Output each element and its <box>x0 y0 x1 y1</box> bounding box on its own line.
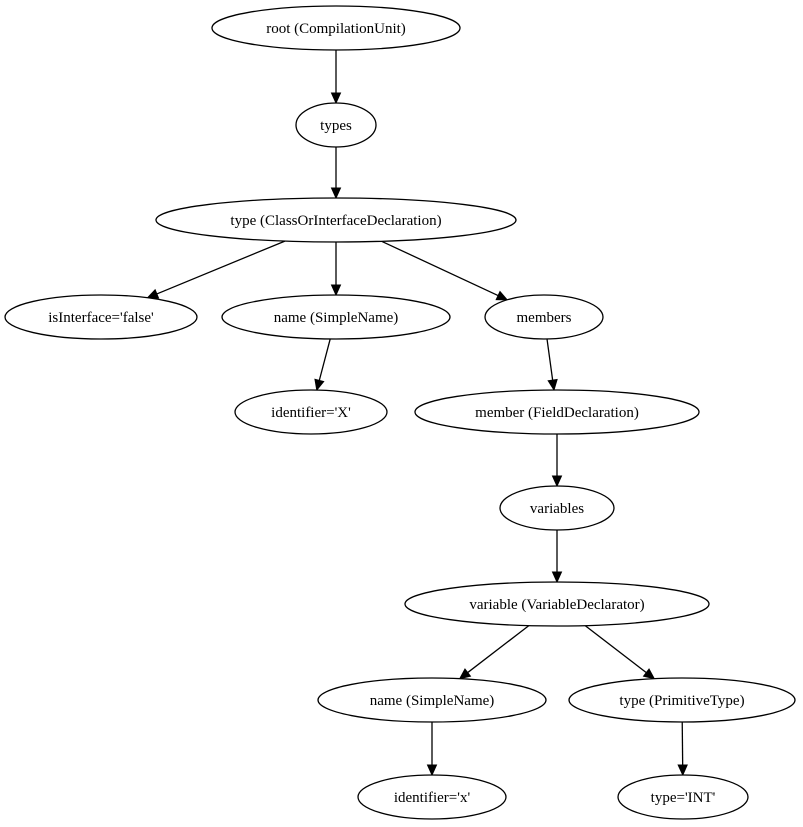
node-ellipse <box>414 389 700 435</box>
node-ellipse <box>4 294 198 340</box>
node-ellipse <box>404 581 710 627</box>
node-identifier_x: identifier='x' <box>357 774 507 820</box>
arrowhead <box>551 571 563 584</box>
arrowhead <box>314 378 325 392</box>
node-ellipse <box>234 389 388 435</box>
edge-root-to-types <box>330 50 342 105</box>
node-ellipse <box>211 5 461 51</box>
arrowhead <box>495 290 509 301</box>
node-label: name (SimpleName) <box>370 693 495 709</box>
edge-variable_decl-to-type_prim <box>584 625 656 680</box>
arrowhead <box>458 668 472 680</box>
node-label: identifier='X' <box>271 405 351 421</box>
arrowhead <box>146 288 160 299</box>
node-members: members <box>484 294 604 340</box>
edge-type_class-to-name_class <box>330 242 342 297</box>
node-root: root (CompilationUnit) <box>211 5 461 51</box>
node-label: member (FieldDeclaration) <box>475 405 639 421</box>
node-label: name (SimpleName) <box>274 310 399 326</box>
node-identifier_X: identifier='X' <box>234 389 388 435</box>
arrowhead <box>426 764 438 777</box>
node-ellipse <box>617 774 749 820</box>
edge-variables-to-variable_decl <box>551 530 563 584</box>
node-label: identifier='x' <box>394 790 471 806</box>
node-ellipse <box>317 677 547 723</box>
nodes-layer: root (CompilationUnit) types type (ClassOr… <box>4 5 796 820</box>
edge-line <box>546 338 554 381</box>
node-label: type (PrimitiveType) <box>619 693 744 709</box>
node-name_var: name (SimpleName) <box>317 677 547 723</box>
node-ellipse <box>295 102 377 148</box>
node-types: types <box>295 102 377 148</box>
node-label: isInterface='false' <box>48 310 154 326</box>
node-name_class: name (SimpleName) <box>221 294 451 340</box>
node-label: variables <box>530 501 584 517</box>
node-ellipse <box>484 294 604 340</box>
node-ellipse <box>221 294 451 340</box>
node-label: root (CompilationUnit) <box>266 21 406 37</box>
node-type_prim: type (PrimitiveType) <box>568 677 796 723</box>
node-label: members <box>517 310 572 326</box>
arrowhead <box>330 284 342 297</box>
arrowhead <box>677 764 688 777</box>
arrowhead <box>642 668 656 680</box>
edge-name_var-to-identifier_x <box>426 722 438 777</box>
edges-layer <box>146 50 688 777</box>
edge-type_class-to-members <box>381 240 509 301</box>
arrowhead <box>330 92 342 105</box>
edge-line <box>584 625 647 674</box>
node-ellipse <box>155 197 517 243</box>
node-ellipse <box>568 677 796 723</box>
node-variables: variables <box>499 485 615 531</box>
edge-line <box>467 625 530 674</box>
node-label: types <box>320 118 352 134</box>
edge-line <box>156 240 286 295</box>
edge-type_class-to-is_interface <box>146 240 286 299</box>
edge-type_prim-to-type_int <box>677 721 688 777</box>
edge-line <box>381 240 499 297</box>
edge-member_field-to-variables <box>551 434 563 488</box>
arrowhead <box>551 475 563 488</box>
node-member_field: member (FieldDeclaration) <box>414 389 700 435</box>
edge-name_class-to-identifier_X <box>314 338 331 392</box>
node-ellipse <box>499 485 615 531</box>
node-label: variable (VariableDeclarator) <box>469 597 644 613</box>
arrowhead <box>547 378 558 392</box>
node-is_interface: isInterface='false' <box>4 294 198 340</box>
node-label: type='INT' <box>651 790 716 806</box>
node-type_class: type (ClassOrInterfaceDeclaration) <box>155 197 517 243</box>
edge-line <box>318 338 331 381</box>
node-label: type (ClassOrInterfaceDeclaration) <box>230 213 441 229</box>
edge-variable_decl-to-name_var <box>458 625 530 680</box>
edge-types-to-type_class <box>330 147 342 200</box>
node-ellipse <box>357 774 507 820</box>
edge-members-to-member_field <box>546 338 558 392</box>
node-type_int: type='INT' <box>617 774 749 820</box>
arrowhead <box>330 187 342 200</box>
node-variable_decl: variable (VariableDeclarator) <box>404 581 710 627</box>
